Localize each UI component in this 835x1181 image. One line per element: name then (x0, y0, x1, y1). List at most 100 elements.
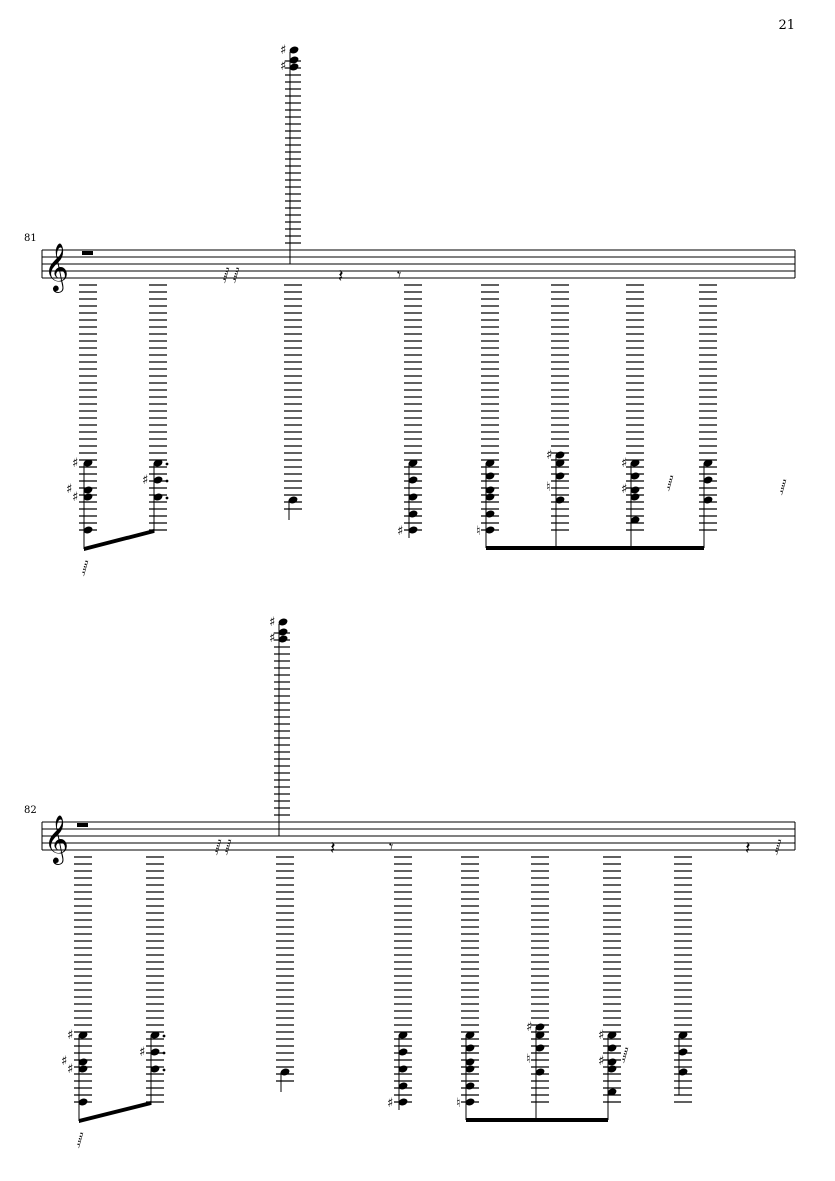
notehead (678, 1031, 688, 1039)
notehead (150, 1031, 160, 1039)
sharp-icon: ♯ (142, 473, 148, 488)
notehead (607, 1044, 617, 1052)
notehead (485, 459, 495, 467)
notehead (703, 459, 713, 467)
notehead (398, 1065, 408, 1073)
notehead (83, 459, 93, 467)
notehead (398, 1098, 408, 1106)
natural-icon: ♮ (476, 524, 481, 539)
notehead (485, 472, 495, 480)
notehead (398, 1048, 408, 1056)
rest-icon: 𝅂 (225, 839, 232, 856)
notehead (278, 635, 288, 643)
notehead (535, 1023, 545, 1031)
notehead (607, 1031, 617, 1039)
notehead (678, 1048, 688, 1056)
natural-icon: ♮ (546, 480, 551, 495)
eighth-rest-icon: 𝄾 (389, 837, 393, 856)
notehead (485, 493, 495, 501)
notehead (485, 510, 495, 518)
sharp-icon: ♯ (526, 1020, 532, 1035)
notehead (408, 476, 418, 484)
notehead (153, 476, 163, 484)
notehead (630, 472, 640, 480)
notehead (607, 1088, 617, 1096)
rest-icon: 𝅂 (233, 267, 240, 284)
notehead (280, 1068, 290, 1076)
notehead (398, 1031, 408, 1039)
notehead (83, 486, 93, 494)
notehead (630, 516, 640, 524)
beam (79, 1101, 151, 1123)
treble-clef-icon: 𝄞 (44, 814, 69, 865)
measure-number-81: 81 (24, 233, 37, 244)
dot (162, 1034, 166, 1038)
notehead (83, 526, 93, 534)
whole-rest-icon (77, 823, 88, 827)
beam (84, 529, 154, 551)
sharp-icon: ♯ (598, 1054, 604, 1069)
natural-icon: ♮ (456, 1096, 461, 1111)
notehead (278, 628, 288, 636)
dot (162, 1051, 166, 1055)
notehead (703, 476, 713, 484)
natural-icon: ♮ (526, 1052, 531, 1067)
notehead (78, 1098, 88, 1106)
notehead (408, 526, 418, 534)
dot (162, 1068, 166, 1072)
dot (165, 479, 169, 483)
sharp-icon: ♯ (61, 1054, 67, 1069)
notehead (408, 493, 418, 501)
notehead (153, 493, 163, 501)
rest-icon: 𝅂 (77, 1132, 84, 1149)
sharp-icon: ♯ (67, 1062, 73, 1077)
notehead (555, 459, 565, 467)
sharp-icon: ♯ (621, 456, 627, 471)
rest-icon: 𝅂 (775, 839, 782, 856)
measure-number-82: 82 (24, 805, 37, 816)
notehead (485, 486, 495, 494)
notehead (465, 1098, 475, 1106)
rest-icon: 𝅂 (215, 839, 222, 856)
sharp-icon: ♯ (67, 1028, 73, 1043)
notehead (535, 1044, 545, 1052)
sharp-icon: ♯ (397, 524, 403, 539)
sharp-icon: ♯ (139, 1045, 145, 1060)
notehead (150, 1048, 160, 1056)
notehead (83, 493, 93, 501)
whole-rest-icon (82, 251, 93, 255)
sharp-icon: ♯ (598, 1028, 604, 1043)
sharp-icon: ♯ (621, 482, 627, 497)
notehead (78, 1031, 88, 1039)
notehead (288, 496, 298, 504)
sharp-icon: ♯ (269, 615, 275, 630)
rest-icon: 𝅂 (82, 560, 89, 577)
rest-icon: 𝅂 (223, 267, 230, 284)
notehead (607, 1058, 617, 1066)
notehead (153, 459, 163, 467)
notehead (630, 493, 640, 501)
notehead (678, 1068, 688, 1076)
quarter-rest-icon: 𝄽 (330, 838, 336, 859)
quarter-rest-icon: 𝄽 (745, 838, 751, 859)
sharp-icon: ♯ (280, 43, 286, 58)
notehead (278, 618, 288, 626)
eighth-rest-icon: 𝄾 (397, 265, 401, 284)
notehead (555, 451, 565, 459)
notehead (465, 1044, 475, 1052)
sharp-icon: ♯ (66, 482, 72, 497)
notehead (78, 1058, 88, 1066)
notehead (630, 459, 640, 467)
sharp-icon: ♯ (546, 448, 552, 463)
sharp-icon: ♯ (72, 490, 78, 505)
treble-clef-icon: 𝄞 (44, 242, 69, 293)
notehead (485, 526, 495, 534)
rest-icon: 𝅂 (622, 1047, 629, 1064)
notehead (555, 472, 565, 480)
notehead (630, 486, 640, 494)
notehead (398, 1082, 408, 1090)
quarter-rest-icon: 𝄽 (338, 266, 344, 287)
notehead (289, 56, 299, 64)
notehead (465, 1031, 475, 1039)
notehead (555, 496, 565, 504)
